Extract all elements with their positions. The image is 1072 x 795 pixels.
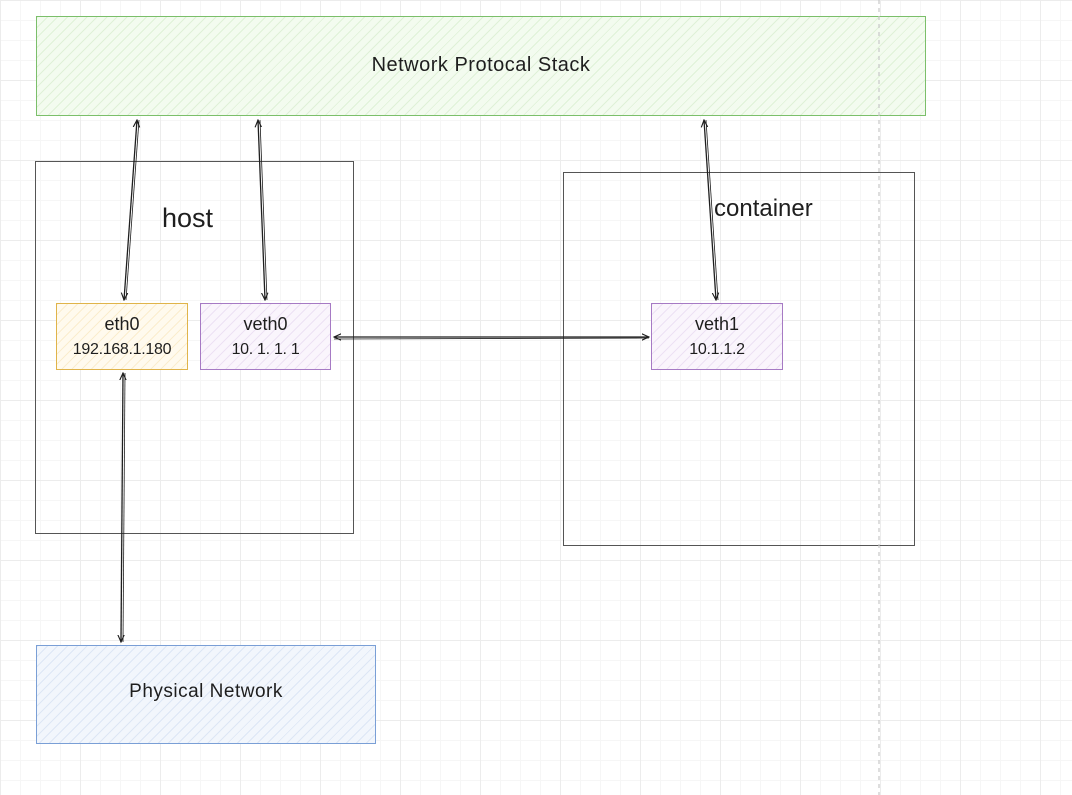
veth1-ip: 10.1.1.2 bbox=[689, 341, 745, 358]
veth1-interface-box[interactable]: veth1 10.1.1.2 bbox=[651, 303, 783, 370]
veth1-name: veth1 bbox=[694, 314, 740, 334]
container-box[interactable] bbox=[563, 172, 915, 546]
edge-eth0-physical[interactable] bbox=[121, 373, 125, 642]
veth0-name: veth0 bbox=[243, 314, 288, 334]
eth0-interface-box[interactable]: eth0 192.168.1.180 bbox=[56, 303, 188, 370]
network-protocol-stack-label: Network Protocal Stack bbox=[371, 54, 591, 76]
edge-veth0-stack[interactable] bbox=[258, 120, 267, 300]
eth0-ip: 192.168.1.180 bbox=[72, 341, 172, 358]
eth0-name: eth0 bbox=[104, 314, 140, 334]
physical-network-label: Physical Network bbox=[129, 681, 283, 702]
veth0-ip: 10. 1. 1. 1 bbox=[231, 341, 300, 358]
container-label: container bbox=[714, 195, 813, 222]
edge-veth1-stack[interactable] bbox=[704, 120, 718, 300]
edge-veth0-veth1[interactable] bbox=[334, 337, 649, 339]
edge-eth0-stack[interactable] bbox=[124, 120, 139, 300]
veth0-interface-box[interactable]: veth0 10. 1. 1. 1 bbox=[200, 303, 331, 370]
network-protocol-stack-box[interactable]: Network Protocal Stack bbox=[36, 16, 926, 116]
host-box[interactable] bbox=[35, 161, 354, 534]
host-label: host bbox=[162, 203, 214, 233]
physical-network-box[interactable]: Physical Network bbox=[36, 645, 376, 744]
